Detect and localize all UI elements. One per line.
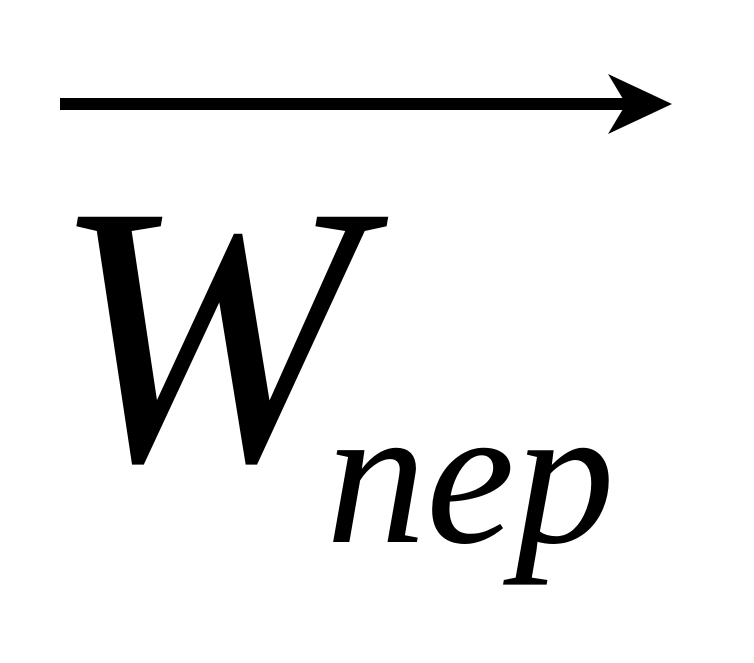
- vector-subscript: nep: [326, 365, 615, 586]
- vector-symbol: W: [52, 130, 361, 540]
- vector-arrow-icon: [60, 74, 672, 134]
